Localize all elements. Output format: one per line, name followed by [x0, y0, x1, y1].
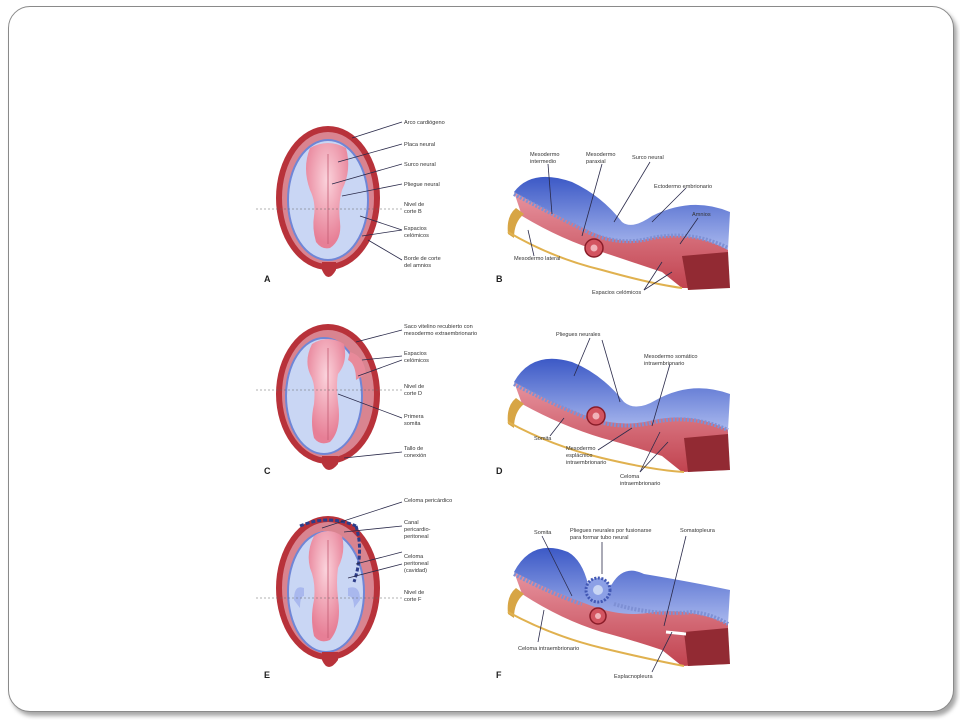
label-e-4: Celoma: [404, 554, 424, 560]
label-f-0: Somita: [534, 530, 552, 536]
panel-letter-c: C: [264, 466, 271, 476]
label-e-2: pericardio-: [404, 527, 431, 533]
label-b-1: intermedio: [530, 159, 556, 165]
label-c-7: somita: [404, 421, 421, 427]
label-b-2: Mesodermo: [586, 152, 616, 158]
label-d-2: intraembrionario: [644, 361, 684, 367]
label-a-7: celómicos: [404, 233, 429, 239]
label-d-3: Somita: [534, 436, 552, 442]
label-c-9: conexión: [404, 453, 426, 459]
label-c-0: Saco vitelino recubierto con: [404, 324, 473, 330]
label-a-9: del amnios: [404, 263, 431, 269]
label-c-5: corte D: [404, 391, 422, 397]
label-d-7: Celoma: [620, 474, 640, 480]
slide-frame: [8, 6, 954, 712]
panel-f: F Somita Pliegues neurales por fusionars…: [496, 528, 730, 680]
panel-d: D Pliegues neurales Mesodermo somático i…: [496, 332, 730, 487]
panel-e: E Celoma pericárdico Canal pericardio- p…: [256, 498, 452, 680]
label-a-3: Pliegue neural: [404, 182, 440, 188]
label-e-7: Nivel de: [404, 590, 424, 596]
panel-letter-f: F: [496, 670, 502, 680]
label-f-3: Somatopleura: [680, 528, 716, 534]
label-f-2: para formar tubo neural: [570, 535, 628, 541]
label-a-4: Nivel de: [404, 202, 424, 208]
label-e-1: Canal: [404, 520, 419, 526]
label-c-3: celómicos: [404, 358, 429, 364]
label-d-6: intraembrionario: [566, 460, 606, 466]
label-b-6: Amnios: [692, 212, 711, 218]
embryo-figure: A Arco cardiógeno Placa neural Surco neu…: [252, 112, 742, 690]
label-b-0: Mesodermo: [530, 152, 560, 158]
label-a-8: Borde de corte: [404, 256, 441, 262]
label-c-6: Primera: [404, 414, 424, 420]
label-c-4: Nivel de: [404, 384, 424, 390]
label-b-5: Ectodermo embrionario: [654, 184, 712, 190]
label-c-2: Espacios: [404, 351, 427, 357]
panel-letter-a: A: [264, 274, 271, 284]
label-b-8: Espacios celómicos: [592, 290, 641, 296]
label-a-0: Arco cardiógeno: [404, 120, 445, 126]
label-d-8: intraembrionario: [620, 481, 660, 487]
label-d-4: Mesodermo: [566, 446, 596, 452]
label-d-0: Pliegues neurales: [556, 332, 601, 338]
label-f-1: Pliegues neurales por fusionarse: [570, 528, 651, 534]
label-e-5: peritoneal: [404, 561, 429, 567]
label-a-1: Placa neural: [404, 142, 435, 148]
label-b-7: Mesodermo lateral: [514, 256, 560, 262]
label-a-6: Espacios: [404, 226, 427, 232]
label-f-4: Celoma intraembrionario: [518, 646, 579, 652]
label-e-6: (cavidad): [404, 568, 427, 574]
panel-c: C Saco vitelino recubierto con mesodermo…: [256, 324, 477, 476]
panel-letter-e: E: [264, 670, 270, 680]
panel-letter-d: D: [496, 466, 503, 476]
label-f-5: Esplacnopleura: [614, 674, 653, 680]
label-c-8: Tallo de: [404, 446, 423, 452]
label-b-4: Surco neural: [632, 155, 664, 161]
label-a-5: corte B: [404, 209, 422, 215]
label-a-2: Surco neural: [404, 162, 436, 168]
label-e-8: corte F: [404, 597, 422, 603]
label-e-3: peritoneal: [404, 534, 429, 540]
panel-letter-b: B: [496, 274, 503, 284]
panel-b: B Mesodermo intermedio Mesodermo paraxia…: [496, 152, 730, 296]
label-b-3: paraxial: [586, 159, 606, 165]
label-c-1: mesodermo extraembrionario: [404, 331, 477, 337]
label-d-5: esplácnico: [566, 453, 592, 459]
panel-a: A Arco cardiógeno Placa neural Surco neu…: [256, 120, 445, 284]
label-d-1: Mesodermo somático: [644, 354, 697, 360]
label-e-0: Celoma pericárdico: [404, 498, 452, 504]
